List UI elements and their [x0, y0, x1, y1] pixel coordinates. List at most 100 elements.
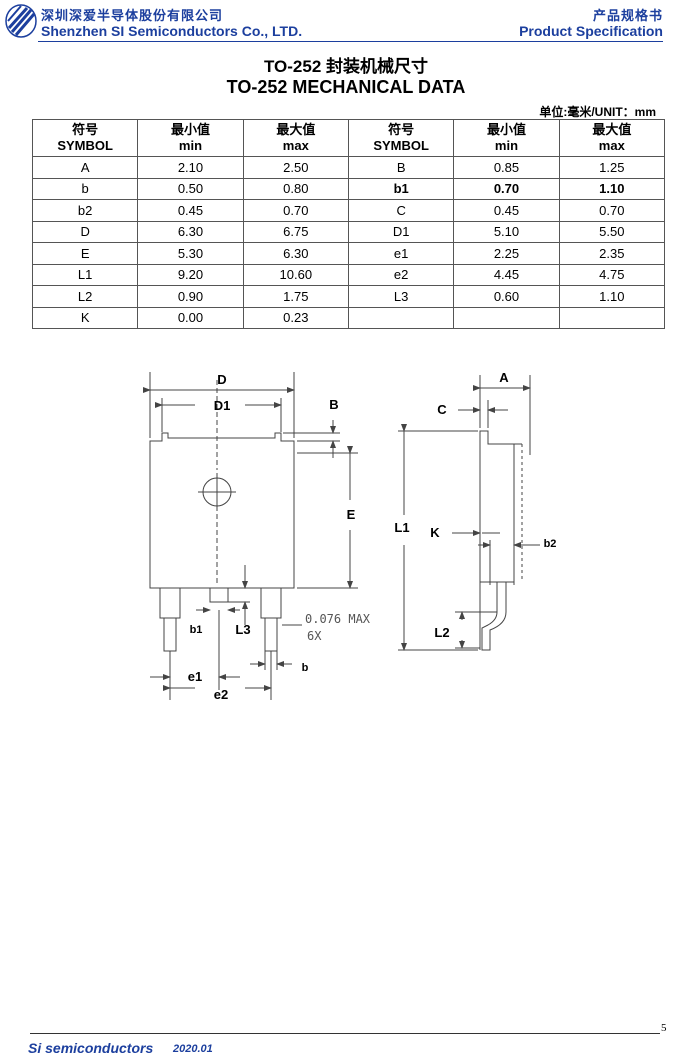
table-cell: 0.70	[558, 199, 666, 222]
unit-label: 单位:毫米/UNIT：mm	[539, 105, 656, 119]
table-cell: 1.10	[558, 177, 666, 200]
table-cell: 0.45	[453, 199, 560, 222]
table-cell: D1	[347, 220, 455, 243]
table-cell: L3	[347, 285, 455, 308]
side-view-lead	[481, 581, 514, 651]
mechanical-drawing: D D1 B E b1 L3 b e1 e2 A C L1 K b2 L2 0.…	[143, 370, 557, 702]
table-cell: 0.90	[137, 285, 244, 308]
footer-date: 2020.01	[173, 1043, 213, 1055]
table-cell: 0.70	[453, 177, 560, 200]
table-cell: D	[31, 220, 139, 243]
table-cell: B	[347, 156, 455, 179]
lead-left	[159, 587, 181, 619]
table-cell: L2	[31, 285, 139, 308]
title-en: TO-252 MECHANICAL DATA	[226, 77, 466, 97]
table-cell: K	[31, 306, 139, 329]
table-cell: 2.10	[137, 156, 244, 179]
footer-company: Si semiconductors	[28, 1040, 154, 1056]
label-D1: D1	[214, 398, 231, 413]
table-cell: 5.30	[137, 242, 244, 265]
company-logo-icon	[5, 4, 37, 38]
table-cell: 10.60	[242, 263, 349, 286]
company-name-cn: 深圳深爱半导体股份有限公司	[41, 8, 224, 23]
page-number: 5	[661, 1022, 667, 1034]
table-cell: C	[347, 199, 455, 222]
label-e1: e1	[188, 669, 202, 684]
doc-type-cn: 产品规格书	[592, 8, 663, 23]
table-cell: 2.35	[558, 242, 666, 265]
table-cell: 5.50	[558, 220, 666, 243]
table-cell: 6.75	[242, 220, 349, 243]
table-cell: 0.45	[137, 199, 244, 222]
table-cell: 1.75	[242, 285, 349, 308]
label-K: K	[430, 525, 440, 540]
label-E: E	[347, 507, 356, 522]
company-name-en: Shenzhen SI Semiconductors Co., LTD.	[41, 23, 303, 39]
footer-divider	[30, 1033, 660, 1034]
table-cell: 9.20	[137, 263, 244, 286]
note-count: 6X	[307, 629, 322, 643]
table-cell: 0.70	[242, 199, 349, 222]
package-body-outline	[149, 432, 295, 589]
label-b: b	[302, 662, 309, 674]
header-divider	[38, 41, 663, 42]
table-cell: b1	[347, 177, 455, 200]
label-L3: L3	[235, 622, 250, 637]
table-cell: 0.50	[137, 177, 244, 200]
table-cell: 0.85	[453, 156, 560, 179]
table-cell: b	[31, 177, 139, 200]
label-C: C	[437, 402, 447, 417]
label-b2: b2	[544, 538, 557, 550]
table-cell	[453, 306, 560, 329]
table-cell: e2	[347, 263, 455, 286]
title-cn: TO-252 封装机械尺寸	[263, 57, 429, 76]
label-L2: L2	[434, 625, 449, 640]
table-cell: 1.10	[558, 285, 666, 308]
table-cell: 6.30	[242, 242, 349, 265]
table-cell: 1.25	[558, 156, 666, 179]
label-e2: e2	[214, 687, 228, 702]
lead-right	[260, 587, 282, 619]
table-cell: 5.10	[453, 220, 560, 243]
label-D: D	[217, 372, 226, 387]
label-b1: b1	[190, 624, 203, 636]
table-cell: 0.60	[453, 285, 560, 308]
label-B: B	[329, 397, 338, 412]
page-header: 深圳深爱半导体股份有限公司 Shenzhen SI Semiconductors…	[0, 0, 692, 44]
table-cell: b2	[31, 199, 139, 222]
table-cell: 0.00	[137, 306, 244, 329]
table-cell: 4.75	[558, 263, 666, 286]
table-cell: 2.25	[453, 242, 560, 265]
table-cell: 6.30	[137, 220, 244, 243]
side-view-outline	[479, 430, 515, 583]
table-cell: L1	[31, 263, 139, 286]
lead-center	[209, 587, 229, 603]
table-cell: 0.23	[242, 306, 349, 329]
table-cell: 4.45	[453, 263, 560, 286]
table-cell: A	[31, 156, 139, 179]
doc-type-en: Product Specification	[519, 23, 663, 39]
label-A: A	[499, 370, 509, 385]
table-cell	[347, 306, 455, 329]
table-cell: 2.50	[242, 156, 349, 179]
table-cell: 0.80	[242, 177, 349, 200]
label-L1: L1	[394, 520, 409, 535]
table-cell: E	[31, 242, 139, 265]
table-cell: e1	[347, 242, 455, 265]
